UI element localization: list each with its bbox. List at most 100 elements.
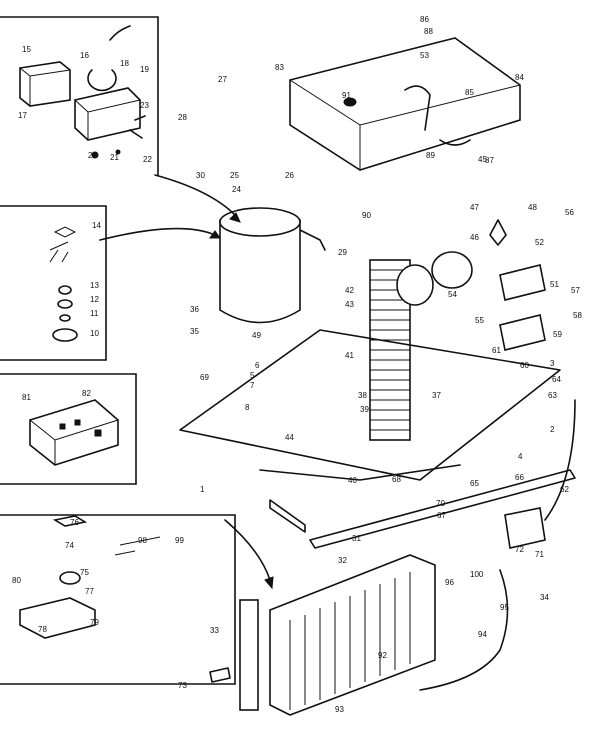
part-label-87: 87 bbox=[485, 156, 494, 165]
part-label-23: 23 bbox=[140, 101, 149, 110]
terminal-blocks bbox=[499, 264, 546, 549]
part-label-57: 57 bbox=[571, 286, 580, 295]
part-label-75: 75 bbox=[80, 568, 89, 577]
part-label-32: 32 bbox=[338, 556, 347, 565]
part-label-35: 35 bbox=[190, 327, 199, 336]
part-label-34: 34 bbox=[540, 593, 549, 602]
part-label-24: 24 bbox=[232, 185, 241, 194]
part-label-4: 4 bbox=[518, 452, 523, 461]
part-label-2: 2 bbox=[550, 425, 555, 434]
part-label-74: 74 bbox=[65, 541, 74, 550]
part-label-67: 67 bbox=[437, 511, 446, 520]
part-label-73: 73 bbox=[178, 681, 187, 690]
part-label-56: 56 bbox=[565, 208, 574, 217]
part-label-58: 58 bbox=[573, 311, 582, 320]
part-label-94: 94 bbox=[478, 630, 487, 639]
part-label-10: 10 bbox=[90, 329, 99, 338]
part-label-22: 22 bbox=[143, 155, 152, 164]
part-label-99: 99 bbox=[175, 536, 184, 545]
drip-tray bbox=[209, 667, 231, 683]
part-label-55: 55 bbox=[475, 316, 484, 325]
part-label-90: 90 bbox=[362, 211, 371, 220]
part-label-62: 62 bbox=[560, 485, 569, 494]
part-label-27: 27 bbox=[218, 75, 227, 84]
part-label-88: 88 bbox=[424, 27, 433, 36]
part-label-19: 19 bbox=[140, 65, 149, 74]
part-label-53: 53 bbox=[420, 51, 429, 60]
part-label-14: 14 bbox=[92, 221, 101, 230]
part-label-5: 5 bbox=[250, 371, 255, 380]
part-label-96: 96 bbox=[445, 578, 454, 587]
part-label-100: 100 bbox=[470, 570, 484, 579]
part-label-40: 40 bbox=[348, 476, 357, 485]
part-label-66: 66 bbox=[515, 473, 524, 482]
part-label-98: 98 bbox=[138, 536, 147, 545]
top-cover-assembly bbox=[289, 37, 521, 171]
part-label-51: 51 bbox=[550, 280, 559, 289]
part-label-37: 37 bbox=[432, 391, 441, 400]
part-label-44: 44 bbox=[285, 433, 294, 442]
part-label-93: 93 bbox=[335, 705, 344, 714]
part-label-71: 71 bbox=[535, 550, 544, 559]
part-label-26: 26 bbox=[285, 171, 294, 180]
part-label-16: 16 bbox=[80, 51, 89, 60]
inset-pointers bbox=[99, 174, 274, 590]
part-label-77: 77 bbox=[85, 587, 94, 596]
part-label-17: 17 bbox=[18, 111, 27, 120]
part-label-15: 15 bbox=[22, 45, 31, 54]
inset-control-board bbox=[0, 373, 137, 485]
part-label-8: 8 bbox=[245, 403, 250, 412]
part-label-31: 31 bbox=[352, 534, 361, 543]
part-label-70: 70 bbox=[436, 499, 445, 508]
condenser bbox=[239, 399, 576, 716]
part-label-85: 85 bbox=[465, 88, 474, 97]
part-label-12: 12 bbox=[90, 295, 99, 304]
part-label-21: 21 bbox=[110, 153, 119, 162]
part-label-33: 33 bbox=[210, 626, 219, 635]
part-label-63: 63 bbox=[548, 391, 557, 400]
part-label-43: 43 bbox=[345, 300, 354, 309]
compressor bbox=[219, 207, 326, 324]
part-label-65: 65 bbox=[470, 479, 479, 488]
base-frame bbox=[179, 329, 576, 549]
part-label-60: 60 bbox=[520, 361, 529, 370]
part-label-39: 39 bbox=[360, 405, 369, 414]
part-label-20: 20 bbox=[88, 151, 97, 160]
part-label-48: 48 bbox=[528, 203, 537, 212]
part-label-42: 42 bbox=[345, 286, 354, 295]
inset-damper-parts bbox=[0, 205, 107, 361]
part-label-38: 38 bbox=[358, 391, 367, 400]
part-label-81: 81 bbox=[22, 393, 31, 402]
part-label-89: 89 bbox=[426, 151, 435, 160]
part-label-80: 80 bbox=[12, 576, 21, 585]
inset-fan-bracket bbox=[0, 514, 236, 685]
part-label-86: 86 bbox=[420, 15, 429, 24]
part-label-47: 47 bbox=[470, 203, 479, 212]
part-label-46: 46 bbox=[470, 233, 479, 242]
part-label-76: 76 bbox=[70, 518, 79, 527]
part-label-41: 41 bbox=[345, 351, 354, 360]
part-label-59: 59 bbox=[553, 330, 562, 339]
part-label-78: 78 bbox=[38, 625, 47, 634]
part-label-18: 18 bbox=[120, 59, 129, 68]
fan-motor bbox=[396, 219, 507, 306]
part-label-95: 95 bbox=[500, 603, 509, 612]
part-label-61: 61 bbox=[492, 346, 501, 355]
inset-switch-assembly bbox=[0, 16, 159, 176]
part-label-6: 6 bbox=[255, 361, 260, 370]
part-label-11: 11 bbox=[90, 309, 99, 318]
part-label-3: 3 bbox=[550, 359, 555, 368]
part-label-64: 64 bbox=[552, 375, 561, 384]
part-label-91: 91 bbox=[342, 91, 351, 100]
part-label-83: 83 bbox=[275, 63, 284, 72]
part-label-1: 1 bbox=[200, 485, 205, 494]
part-label-52: 52 bbox=[535, 238, 544, 247]
part-label-79: 79 bbox=[90, 618, 99, 627]
part-label-92: 92 bbox=[378, 651, 387, 660]
part-label-54: 54 bbox=[448, 290, 457, 299]
part-label-84: 84 bbox=[515, 73, 524, 82]
part-label-68: 68 bbox=[392, 475, 401, 484]
part-label-25: 25 bbox=[230, 171, 239, 180]
